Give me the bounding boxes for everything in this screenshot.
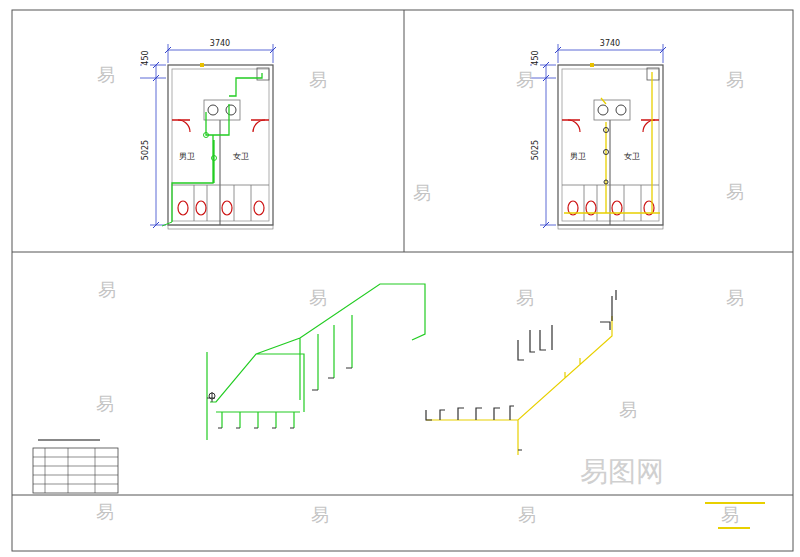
watermark: 易 xyxy=(98,281,116,299)
room-name: 女卫 xyxy=(233,153,249,161)
room-name: 男卫 xyxy=(570,153,586,161)
dimension-text: 5025 xyxy=(142,139,150,161)
watermark: 易 xyxy=(413,184,431,202)
watermark: 易 xyxy=(619,401,637,419)
watermark: 易 xyxy=(726,71,744,89)
room-name: 男卫 xyxy=(179,153,195,161)
watermark: 易 xyxy=(309,71,327,89)
watermark: 易 xyxy=(96,395,114,413)
watermark: 易 xyxy=(311,506,329,524)
watermark: 易 xyxy=(726,289,744,307)
watermark: 易 xyxy=(309,289,327,307)
dimension-text: 450 xyxy=(532,49,540,66)
watermark: 易 xyxy=(726,183,744,201)
watermark: 易 xyxy=(518,506,536,524)
watermark: 易 xyxy=(96,503,114,521)
dimension-text: 3740 xyxy=(599,40,621,48)
watermark: 易 xyxy=(97,66,115,84)
dimension-text: 450 xyxy=(142,49,150,66)
dimension-text: 5025 xyxy=(532,139,540,161)
watermark-logo: 易图网 xyxy=(580,458,664,486)
watermark: 易 xyxy=(516,289,534,307)
dimension-text: 3740 xyxy=(209,40,231,48)
room-name: 女卫 xyxy=(624,153,640,161)
watermark: 易 xyxy=(721,506,739,524)
watermark: 易 xyxy=(516,71,534,89)
